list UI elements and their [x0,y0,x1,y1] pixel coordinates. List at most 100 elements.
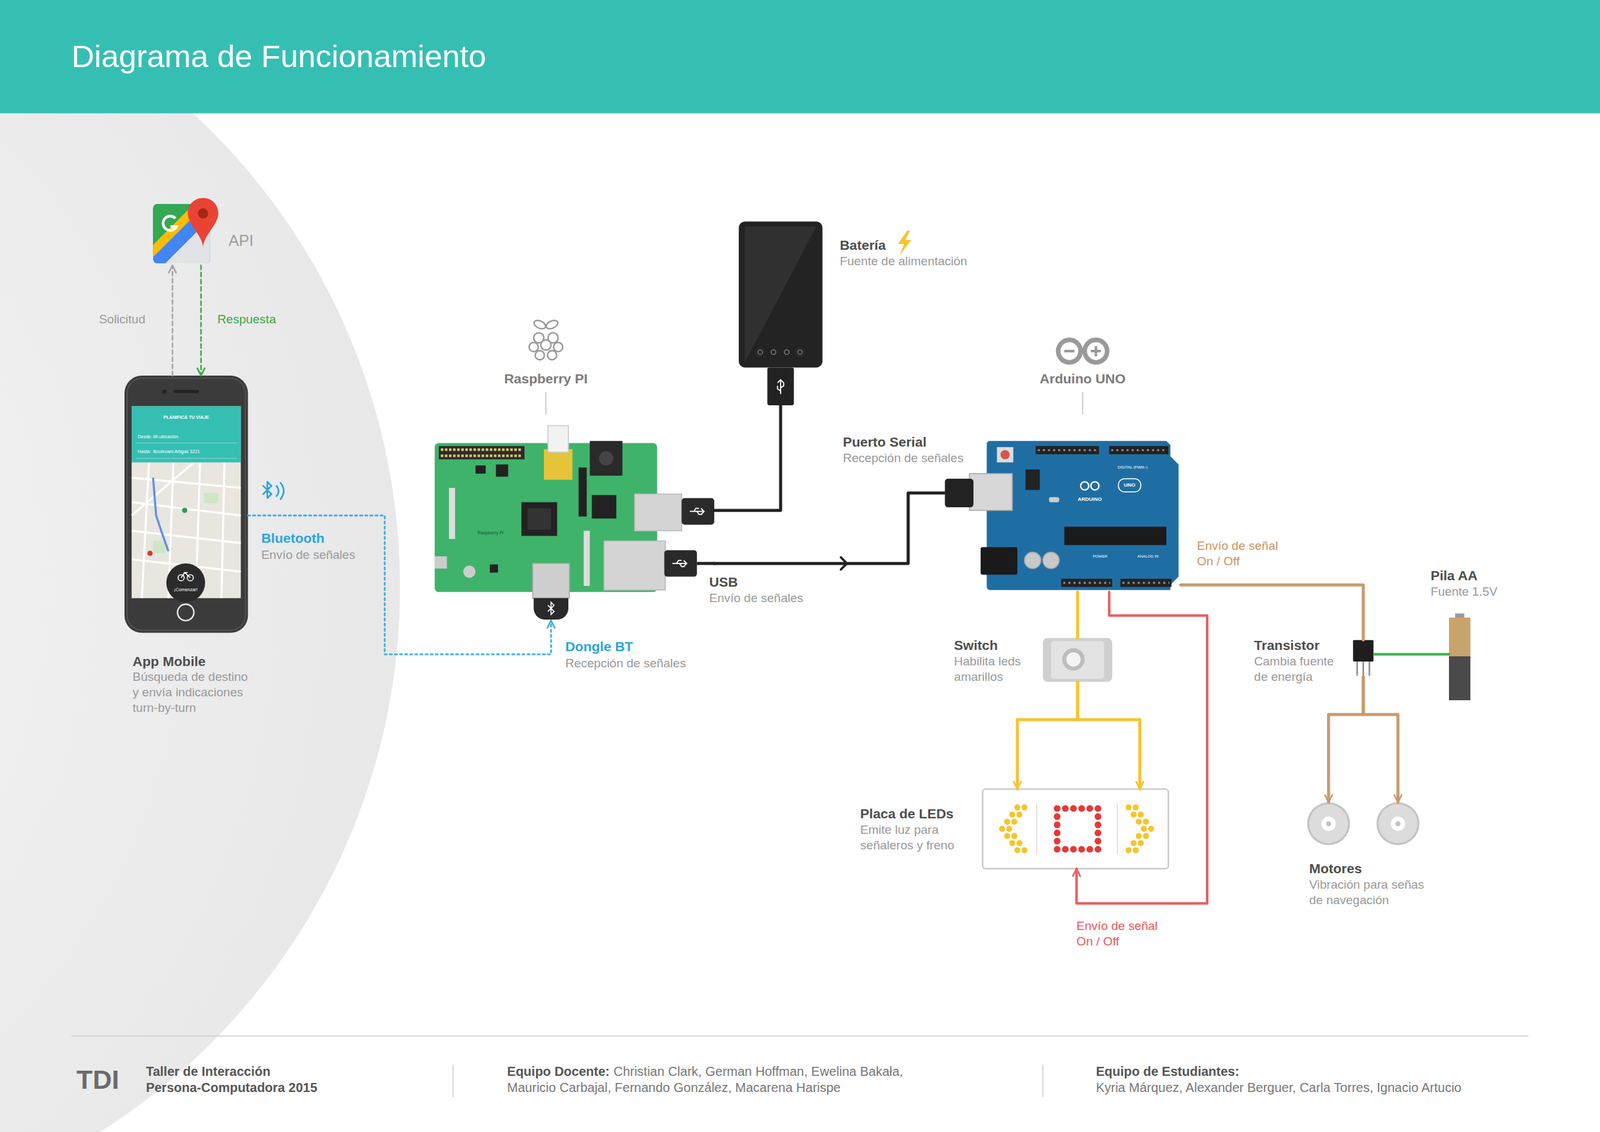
phone [181,572,191,578]
connector [200,265,202,376]
maps-icon [198,208,209,219]
led-board [1010,832,1017,839]
component-node: App MobileBúsqueda de destino y envía in… [124,375,248,633]
power-bank [738,221,823,406]
phone [152,540,166,553]
transistor-symbol [1352,640,1374,676]
credit-text: Kyria Márquez, Alexander Berguer, Carla … [1096,1079,1462,1096]
phone [147,550,153,556]
lightning-icon [898,230,912,255]
component-node: SwitchHabilita leds amarillos [1042,638,1113,682]
arduino-board [1110,449,1166,451]
arduino-board [1038,449,1098,451]
connector-line [1077,681,1140,789]
led-board [1036,803,1038,855]
phone [135,442,237,444]
component-description: Búsqueda de destino y envía indicaciones… [132,669,253,716]
raspberry-board [696,561,715,566]
led-board [1053,812,1060,820]
raspberry-board [598,450,613,466]
arduino-board [1109,445,1169,455]
led-board [1135,818,1142,824]
component-description: Fuente de alimentación [840,253,968,270]
power-bank [758,349,763,355]
arduino-board [1063,581,1111,584]
led-board [1094,821,1102,828]
power-bank [797,349,802,355]
led-board [1053,804,1060,811]
led-board [1125,803,1132,810]
component-node: Dongle BTRecepción de señales [531,598,571,621]
credit-text: Equipo Docente: [507,1063,610,1079]
led-board [1053,837,1060,844]
arduino-board [1024,552,1041,569]
power-bank [784,349,790,355]
connector-line [247,515,551,655]
led-board [1138,810,1144,817]
component-label: Arduino UNO [1040,370,1126,387]
switch-symbol [1042,638,1113,682]
power-bank [758,349,803,355]
component-label: API [228,231,254,251]
connector-line [1328,676,1364,803]
led-board [1078,804,1085,811]
led-board [1094,829,1102,836]
raspberry-board [527,508,551,530]
annotation-label: Puerto Serial [842,433,927,450]
raspberry-board [681,498,715,525]
raspberry-logo [545,318,560,331]
raspberry-logo [547,350,557,360]
transistor-symbol [1352,640,1374,662]
annotation-label: Envío de señales [261,547,356,563]
led-board [1014,803,1020,810]
bluetooth-icon [276,485,279,497]
led-board [1003,818,1010,824]
vibration-motor [1395,820,1401,826]
raspberry-logo [535,350,545,360]
screen-text: Boulevard Artigas 3221 [152,449,200,455]
phone [221,461,225,598]
footer-rule [452,1064,454,1098]
screen-text: PLANIFICÁ TU VIAJE [163,414,210,420]
arduino-board [1122,581,1170,584]
connector-label: Envío de señal On / Off [1076,918,1166,950]
switch-symbol [1066,652,1081,667]
bluetooth-icon [280,482,284,499]
led-board [1009,840,1015,846]
raspberry-board [589,440,623,476]
led-board [1016,810,1022,817]
led-board [1009,810,1015,817]
power-bank [767,367,794,406]
connector-line [1374,652,1449,656]
power-bank [770,349,776,355]
aa-battery [1449,613,1471,700]
connector-line [714,405,781,511]
raspberry-board [496,464,509,477]
arduino-board [1025,469,1040,491]
led-board [1125,847,1132,853]
led-board [1130,810,1137,817]
credits-block: Equipo de Estudiantes:Kyria Márquez, Ale… [1096,1063,1462,1096]
raspberry-board [583,530,590,586]
led-board [1140,825,1147,832]
arduino-board [1035,445,1099,455]
connector-label: Bluetooth [261,529,325,546]
led-board [1016,840,1022,846]
phone [161,389,166,393]
arduino-board [1120,578,1172,588]
connector-label: Envío de señal On / Off [1196,538,1286,570]
connector [1076,591,1208,903]
vibration-motor [1325,820,1331,826]
vibration-motor [1308,803,1350,844]
led-board [1061,845,1069,853]
raspberry-board [440,448,523,451]
led-board [1138,840,1144,846]
led-board [1053,804,1102,853]
credit-text: Taller de Interacción Persona-Computador… [145,1063,322,1096]
arduino-board [1090,481,1100,491]
arduino-board [1049,496,1060,502]
board-print: ARDUINO [1078,496,1102,503]
board-print: DIGITAL (PWM~) [1117,465,1148,470]
arduino-board [980,547,1018,575]
phone [178,572,194,581]
